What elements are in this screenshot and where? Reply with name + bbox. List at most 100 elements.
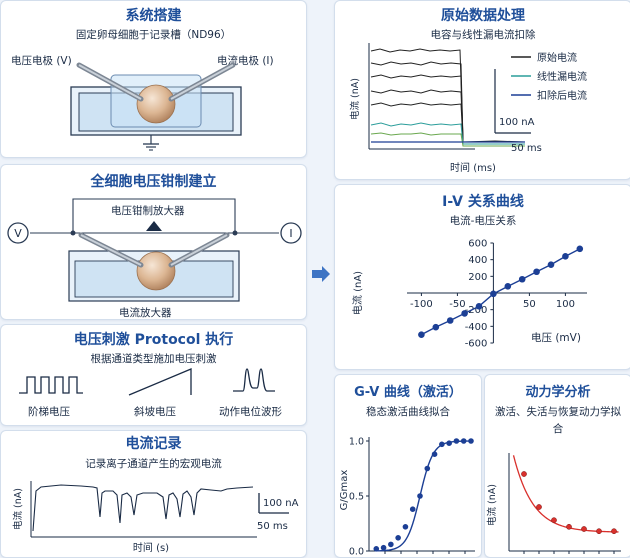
current-trace bbox=[32, 484, 254, 532]
iv-data-point bbox=[461, 310, 468, 317]
kin-data-point bbox=[581, 526, 587, 532]
kinetics-title: 动力学分析 bbox=[525, 385, 591, 400]
ammeter-symbol: I bbox=[289, 227, 292, 240]
oocyte-icon bbox=[136, 251, 176, 291]
gv-data-point bbox=[439, 441, 445, 448]
kinetics-panel: 动力学分析 激活、失活与恢复动力学拟合 电流 (nA) bbox=[484, 374, 630, 558]
gv-data-point bbox=[431, 451, 438, 457]
kin-ylabel: 电流 (nA) bbox=[486, 484, 498, 526]
recording-title: 电流记录 bbox=[125, 436, 182, 452]
iv-data-point bbox=[576, 245, 584, 253]
iv-y-tick-label: -200 bbox=[465, 305, 488, 316]
clamp-panel: 全细胞电压钳制建立 电压钳制放大器 电流放大器 V I bbox=[0, 164, 307, 320]
gv-data-point bbox=[380, 544, 387, 551]
gv-data-point bbox=[446, 440, 452, 446]
raw-subtitle: 电容与线性漏电流扣除 bbox=[430, 29, 536, 41]
protocol-item-ap: 动作电位波形 bbox=[219, 406, 282, 418]
kin-data-point bbox=[551, 517, 557, 524]
gv-data-point bbox=[468, 438, 474, 444]
iv-data-point bbox=[490, 290, 497, 298]
gv-data-point bbox=[402, 524, 409, 530]
step-waveform-icon bbox=[19, 376, 83, 394]
kin-data-point bbox=[521, 471, 527, 477]
iv-xlabel: 电压 (mV) bbox=[531, 331, 581, 344]
raw-data-panel: 原始数据处理 电容与线性漏电流扣除 电流 (nA) 100 nA 50 ms 时… bbox=[334, 0, 630, 180]
kin-data-point bbox=[611, 528, 617, 535]
amplifier-icon bbox=[146, 221, 162, 231]
protocol-panel: 电压刺激 Protocol 执行 根据通道类型施加电压刺激 阶梯电压 斜坡电压 … bbox=[0, 324, 307, 426]
iv-y-tick-label: -600 bbox=[465, 339, 488, 350]
raw-ylabel: 电流 (nA) bbox=[349, 78, 361, 120]
recording-ylabel: 电流 (nA) bbox=[12, 488, 24, 530]
current-amplifier-label: 电流放大器 bbox=[119, 307, 172, 319]
iv-data-point bbox=[418, 331, 425, 338]
iv-x-tick-label: 50 bbox=[523, 299, 536, 310]
recording-chamber-illustration bbox=[70, 62, 242, 151]
gv-data-point bbox=[424, 465, 431, 472]
gv-data-point bbox=[409, 506, 416, 512]
iv-y-tick-label: 600 bbox=[468, 239, 487, 250]
gv-ylabel: G/Gmax bbox=[339, 470, 350, 511]
iv-subtitle: 电流-电压关系 bbox=[449, 215, 517, 227]
gv-y-tick-label: 0.0 bbox=[349, 547, 364, 558]
protocol-waveforms bbox=[19, 368, 275, 396]
iv-y-tick-label: 200 bbox=[468, 272, 487, 283]
voltage-electrode-label: 电压电极 (V) bbox=[11, 55, 72, 67]
iv-fit-line bbox=[421, 248, 581, 336]
iv-title: I-V 关系曲线 bbox=[442, 194, 524, 210]
ramp-waveform-icon bbox=[128, 368, 192, 396]
legend-raw: 原始电流 bbox=[537, 51, 577, 64]
protocol-subtitle: 根据通道类型施加电压刺激 bbox=[90, 353, 217, 365]
protocol-title: 电压刺激 Protocol 执行 bbox=[73, 332, 234, 348]
protocol-item-ramp: 斜坡电压 bbox=[134, 406, 176, 418]
kin-data-point bbox=[566, 523, 572, 530]
gv-chart: 0.0 0.5 1.0G/Gmax bbox=[339, 437, 475, 558]
kin-fit-curve bbox=[512, 455, 619, 533]
action-potential-icon bbox=[233, 368, 275, 392]
gv-data-point bbox=[395, 535, 401, 541]
raw-xlabel: 时间 (ms) bbox=[450, 161, 496, 174]
iv-data-point bbox=[504, 283, 512, 290]
iv-data-point bbox=[518, 275, 526, 283]
clamp-title: 全细胞电压钳制建立 bbox=[90, 174, 217, 190]
recording-scale-time: 50 ms bbox=[257, 521, 288, 532]
kin-data-point bbox=[596, 528, 602, 535]
raw-title: 原始数据处理 bbox=[441, 8, 525, 24]
iv-data-point bbox=[547, 261, 555, 268]
gv-y-tick-label: 1.0 bbox=[349, 437, 364, 448]
raw-trace-plot: 电流 (nA) 100 nA 50 ms 时间 (ms) 原始电流 线性漏电流 … bbox=[349, 43, 587, 174]
iv-x-tick-label: -100 bbox=[410, 299, 433, 310]
gv-data-point bbox=[417, 493, 423, 499]
oocyte-icon bbox=[136, 84, 176, 124]
gv-data-point bbox=[388, 541, 394, 548]
kinetics-chart: 电流 (nA) bbox=[486, 453, 621, 554]
gv-title: G-V 曲线（激活） bbox=[354, 385, 462, 400]
iv-data-point bbox=[446, 317, 454, 324]
legend-leak: 线性漏电流 bbox=[537, 70, 587, 83]
gv-data-point bbox=[460, 438, 467, 444]
iv-x-tick-label: 100 bbox=[556, 299, 575, 310]
gv-fit-curve bbox=[376, 440, 472, 552]
iv-data-point bbox=[533, 268, 540, 276]
raw-scale-time: 50 ms bbox=[511, 143, 542, 154]
voltmeter-symbol: V bbox=[14, 227, 22, 240]
gv-y-tick-label: 0.5 bbox=[349, 492, 364, 503]
voltmeter-icon bbox=[7, 222, 29, 244]
gv-data-point bbox=[453, 438, 460, 444]
kin-data-point bbox=[536, 504, 542, 510]
current-recording-panel: 电流记录 记录离子通道产生的宏观电流 电流 (nA) 100 nA 50 ms … bbox=[0, 430, 307, 558]
kinetics-subtitle: 激活、失活与恢复动力学拟合 bbox=[495, 406, 621, 435]
voltage-clamp-circuit: V I bbox=[7, 198, 302, 302]
iv-data-point bbox=[432, 323, 440, 331]
recording-subtitle: 记录离子通道产生的宏观电流 bbox=[85, 458, 222, 470]
iv-y-tick-label: -400 bbox=[465, 322, 488, 333]
ammeter-icon bbox=[280, 222, 302, 244]
setup-title: 系统搭建 bbox=[125, 8, 182, 24]
raw-scale-current: 100 nA bbox=[499, 117, 535, 128]
protocol-item-step: 阶梯电压 bbox=[28, 406, 70, 418]
current-trace-plot: 电流 (nA) 100 nA 50 ms 时间 (s) bbox=[12, 481, 299, 554]
gv-data-point bbox=[373, 546, 380, 552]
recording-xlabel: 时间 (s) bbox=[133, 541, 169, 554]
